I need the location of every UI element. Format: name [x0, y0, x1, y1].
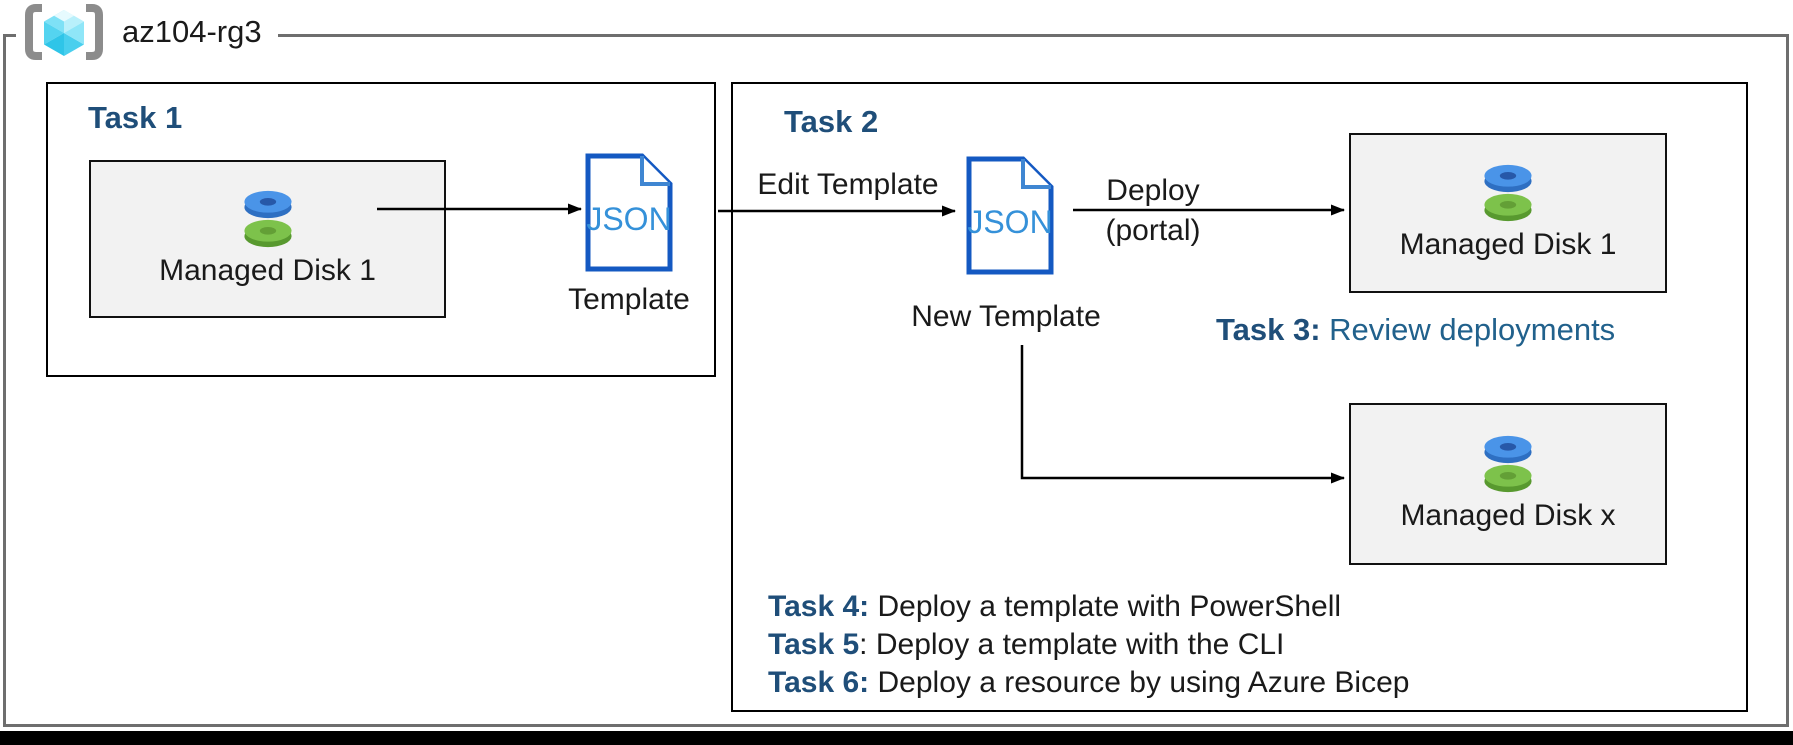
resource-group-header: az104-rg3 [16, 2, 278, 62]
managed-disk-x-label: Managed Disk x [1400, 499, 1616, 532]
task5-label: Task 5 [768, 628, 860, 661]
task3-text: Task 3: Review deployments [1216, 312, 1615, 348]
task3-description: Review deployments [1320, 312, 1616, 347]
task3-label: Task 3: [1216, 312, 1321, 347]
task-list: Task 4: Deploy a template with PowerShel… [768, 588, 1409, 702]
managed-disk-icon [1473, 435, 1543, 493]
deploy-arrow-label: Deploy [1106, 174, 1200, 207]
resource-group-label: az104-rg3 [122, 14, 262, 49]
deploy-portal-label: (portal) [1105, 214, 1201, 247]
task5-description: : Deploy a template with the CLI [859, 628, 1285, 661]
template-label: Template [568, 283, 690, 316]
task4-description: Deploy a template with PowerShell [869, 590, 1342, 623]
new-template-json-icon: JSON [966, 156, 1054, 275]
managed-disk-icon [1473, 164, 1543, 222]
managed-disk-x-box: Managed Disk x [1349, 403, 1667, 565]
task2-managed-disk-1-box: Managed Disk 1 [1349, 133, 1667, 293]
task5-text: Task 5: Deploy a template with the CLI [768, 626, 1409, 664]
managed-disk-icon [233, 190, 303, 248]
task2-managed-disk-1-label: Managed Disk 1 [1399, 228, 1617, 261]
template-json-icon: JSON [585, 153, 673, 272]
resource-group-border [3, 34, 1789, 727]
managed-disk-1-box: Managed Disk 1 [89, 160, 446, 318]
template-json-icon-text: JSON [586, 201, 671, 237]
bottom-black-bar [0, 731, 1793, 745]
task4-text: Task 4: Deploy a template with PowerShel… [768, 588, 1409, 626]
edit-template-arrow-label: Edit Template [757, 168, 939, 201]
task6-label: Task 6: [768, 666, 870, 699]
new-template-json-icon-text: JSON [967, 204, 1052, 240]
task2-title: Task 2 [784, 104, 879, 139]
resource-group-icon [22, 3, 106, 61]
managed-disk-1-label: Managed Disk 1 [159, 254, 376, 287]
task6-description: Deploy a resource by using Azure Bicep [869, 666, 1410, 699]
task1-title: Task 1 [88, 100, 183, 135]
task6-text: Task 6: Deploy a resource by using Azure… [768, 664, 1409, 702]
task4-label: Task 4: [768, 590, 870, 623]
new-template-label: New Template [911, 300, 1101, 333]
